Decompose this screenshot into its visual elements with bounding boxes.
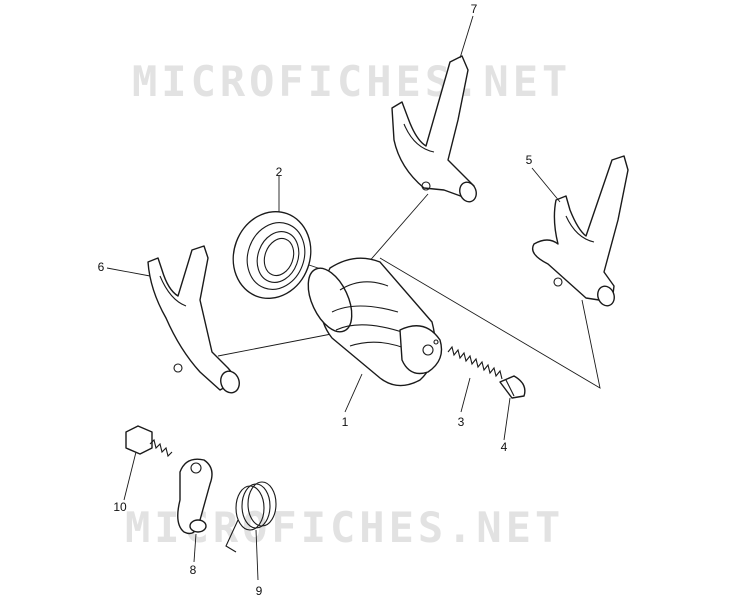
stopper-lever: [177, 458, 213, 535]
callouts: 1 2 3 4 5 6 7 8 9 10: [98, 2, 533, 598]
bearing: [232, 210, 312, 300]
callout-2: 2: [276, 165, 283, 179]
callout-8: 8: [190, 563, 197, 577]
callout-1: 1: [342, 415, 349, 429]
bolt: [125, 425, 173, 458]
detent-spring: [447, 345, 503, 380]
callout-4: 4: [501, 440, 508, 454]
callout-3: 3: [458, 415, 465, 429]
shift-drum: [307, 257, 443, 387]
detent-pin: [499, 375, 526, 399]
shift-fork-top: [391, 55, 477, 203]
callout-5: 5: [526, 153, 533, 167]
callout-6: 6: [98, 260, 105, 274]
shift-fork-right: [531, 155, 629, 307]
callout-9: 9: [256, 584, 263, 598]
watermark-top: MICROFICHES.NET: [132, 57, 571, 106]
shift-fork-left: [147, 245, 240, 394]
leader-lines: [106, 15, 561, 581]
callout-10: 10: [113, 500, 127, 514]
callout-7: 7: [471, 2, 478, 16]
torsion-spring: [225, 481, 277, 553]
